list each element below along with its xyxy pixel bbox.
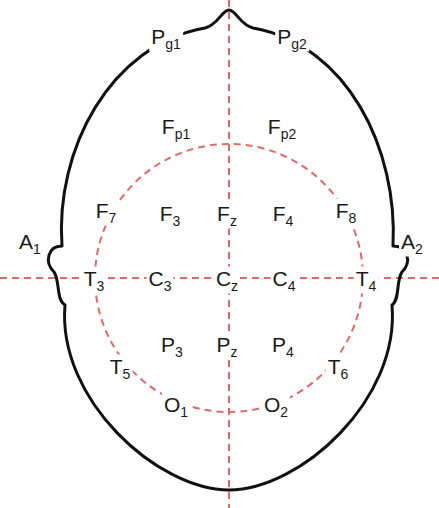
electrode-label: Pg1 [149,25,183,52]
electrode-label: T4 [354,267,379,294]
electrode-label: O2 [262,393,290,420]
head-outline [48,10,407,490]
electrode-label: F4 [271,202,296,229]
electrode-label: O1 [162,393,190,420]
electrode-label: P3 [159,333,185,360]
electrode-circle [95,144,363,412]
electrode-label: Fp2 [266,115,298,142]
electrode-label: T5 [108,355,133,382]
electrode-label: Fp1 [160,115,192,142]
electrode-label: C4 [271,267,298,294]
electrode-label: Fz [215,202,239,229]
electrode-label: A2 [399,230,425,257]
electrode-label: Pz [214,333,239,360]
electrode-label: F8 [334,199,359,226]
electrode-label: C3 [147,267,174,294]
electrode-label: T3 [82,267,107,294]
electrode-label: A1 [17,230,43,257]
vertical-guide [228,0,230,508]
electrode-label: P4 [270,333,296,360]
electrode-label: F3 [158,202,183,229]
electrode-label: F7 [94,199,119,226]
electrode-label: T6 [326,355,351,382]
electrode-label: Pg2 [275,25,309,52]
electrode-label: Cz [214,267,240,294]
